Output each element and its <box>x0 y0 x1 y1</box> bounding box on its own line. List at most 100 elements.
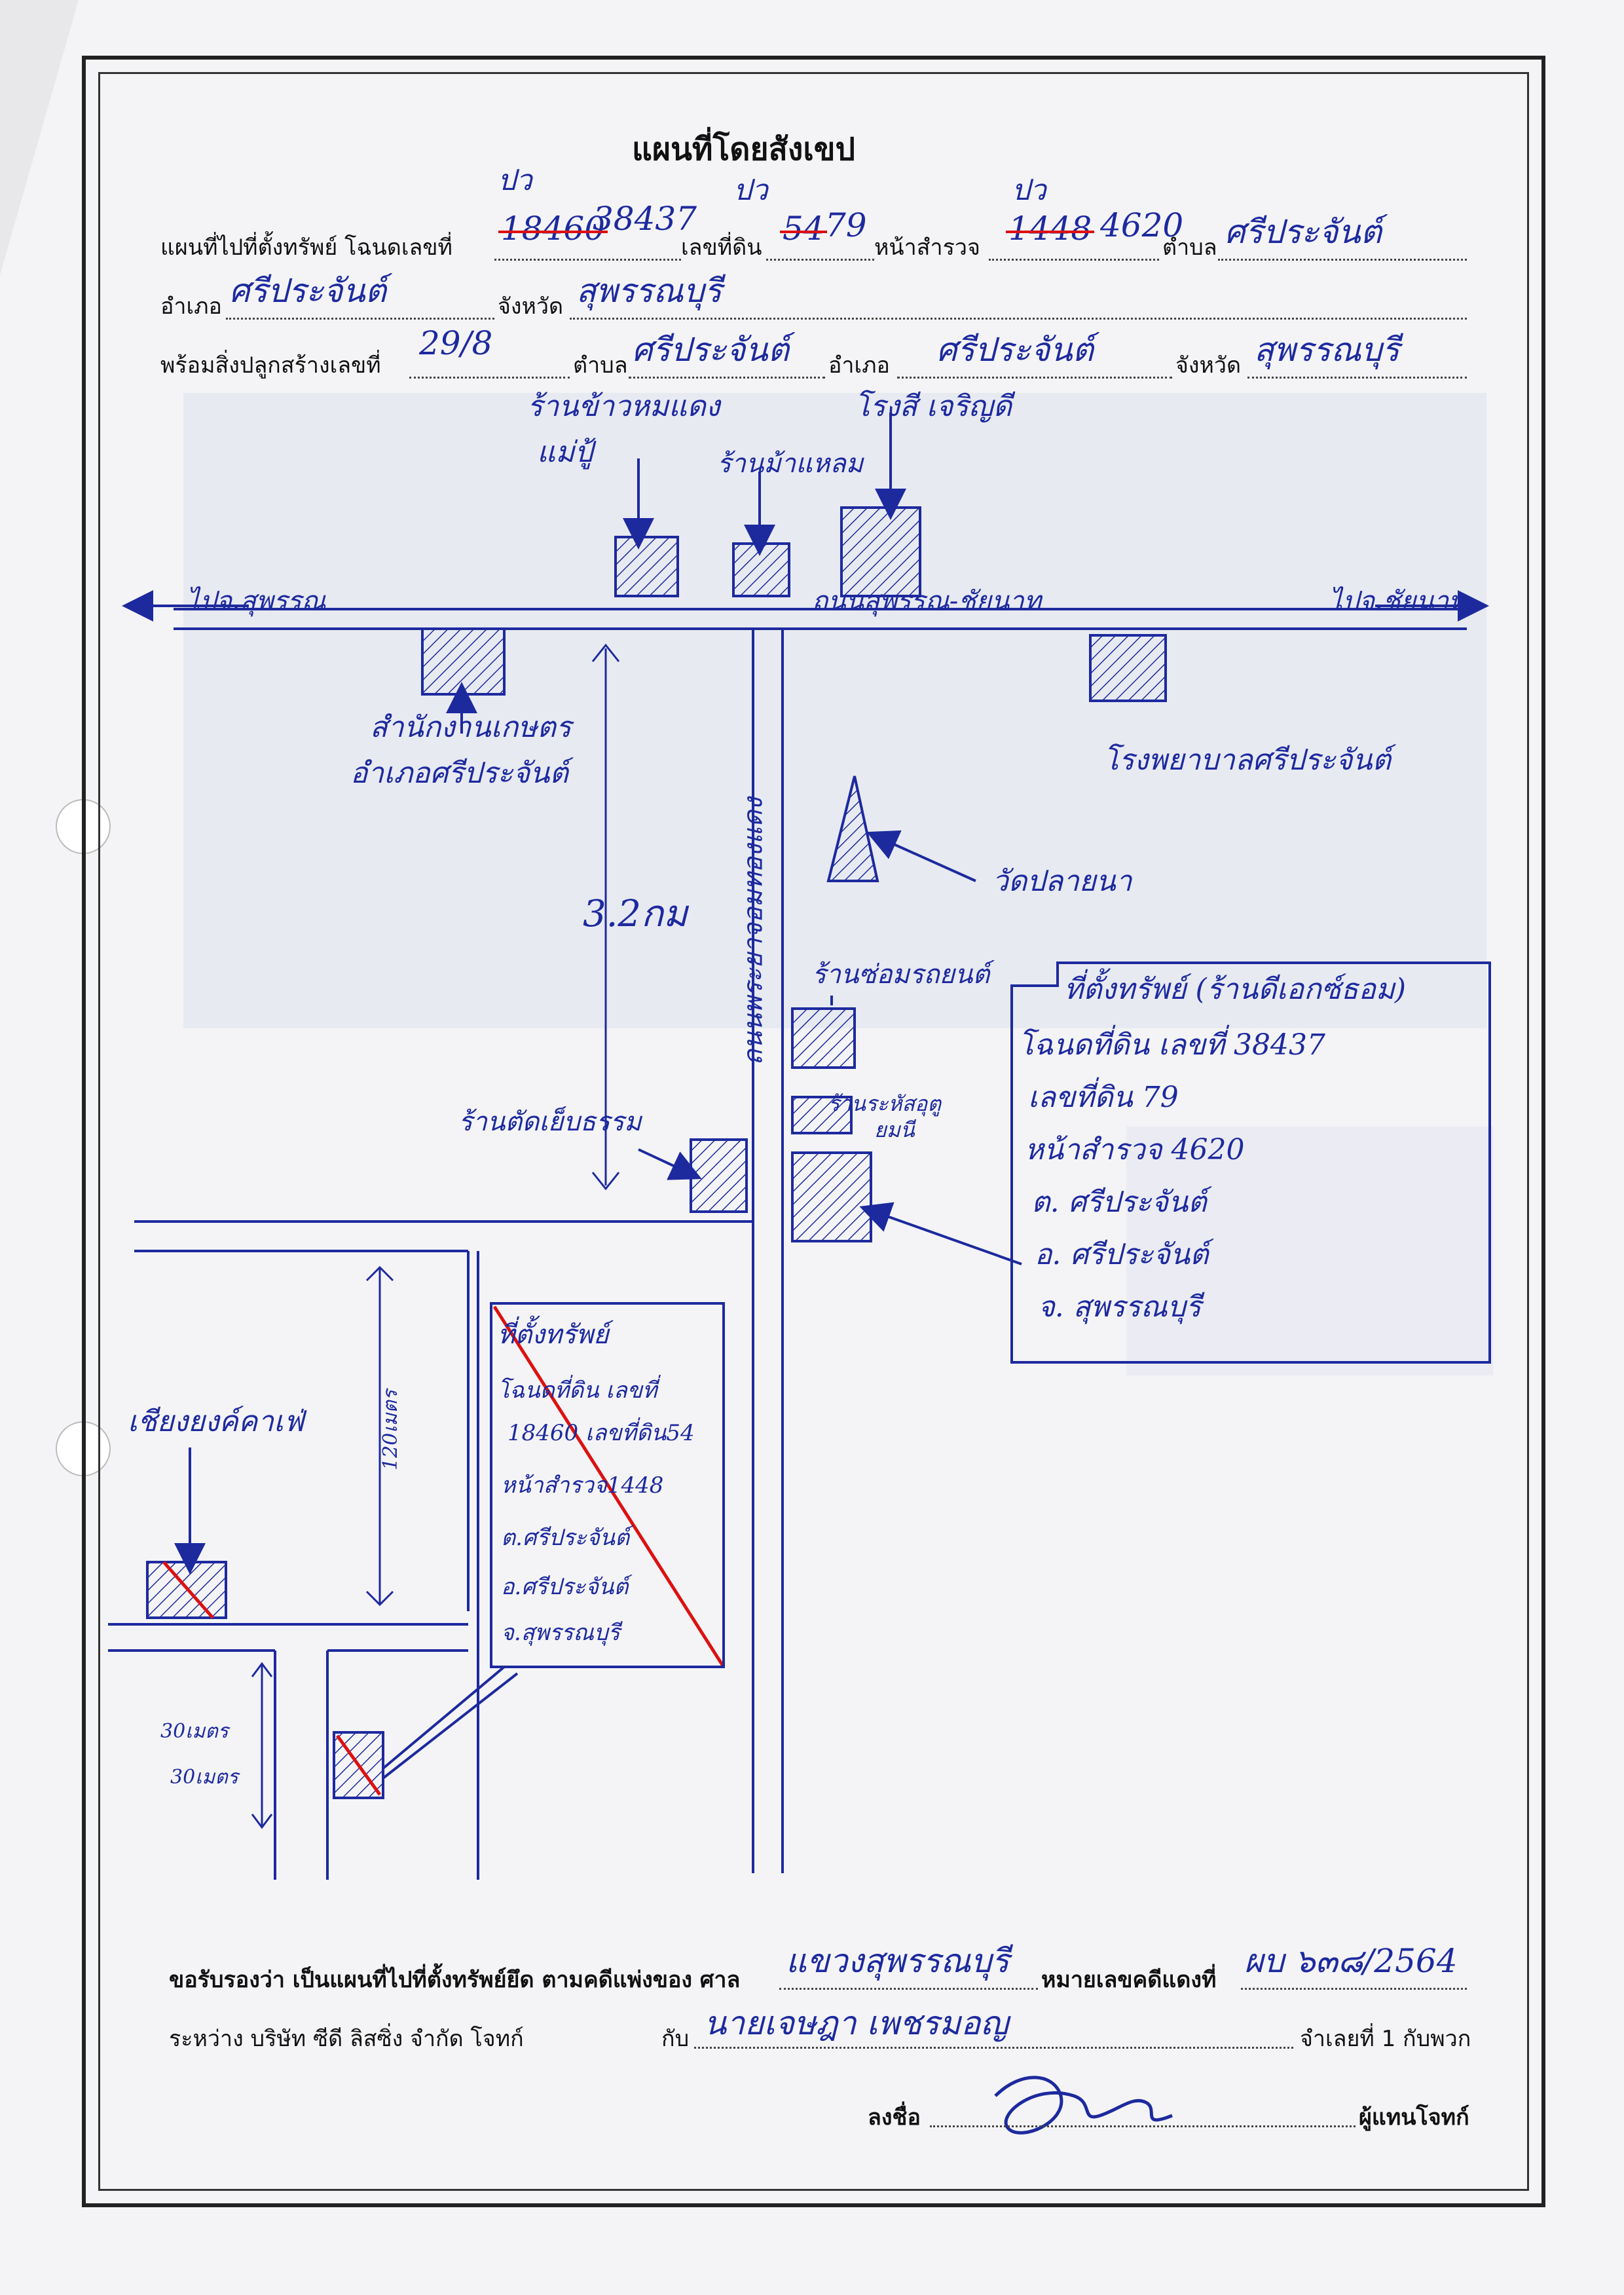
deed-label: แผนที่ไปที่ตั้งทรัพย์ โฉนดเลขที่ <box>160 234 452 261</box>
province-label: จังหวัด <box>498 293 564 320</box>
prop2-line-1: ที่ตั้งทรัพย์ (ร้านดีเอกซ์ธอม) <box>1064 973 1407 1006</box>
label-sura-shop-2: ยมนี <box>874 1117 915 1142</box>
survey-old: 1448 <box>1008 210 1092 248</box>
label-distance: 3.2กม <box>583 893 688 935</box>
prop2-line-4: หน้าสำรวจ 4620 <box>1025 1133 1245 1166</box>
land-label: เลขที่ดิน <box>681 234 762 261</box>
label-dist-30b: 30เมตร <box>170 1766 238 1789</box>
label-agri-office-1: สำนักงานเกษตร <box>370 711 572 744</box>
prop2-line-3: เลขที่ดิน 79 <box>1028 1081 1179 1114</box>
building-sura-shop <box>791 1096 853 1134</box>
survey-label: หน้าสำรวจ <box>874 234 980 261</box>
prop1-line-4: หน้าสำรวจ1448 <box>501 1472 664 1499</box>
land-new: 79 <box>825 206 867 244</box>
amphoe2-label: อำเภอ <box>828 352 890 379</box>
dots-land <box>766 259 874 261</box>
survey-new: 4620 <box>1100 206 1184 244</box>
building-hospital <box>1089 634 1167 702</box>
signature <box>994 2076 1173 2135</box>
building-noodle-shop <box>732 542 790 597</box>
bleed-through-area-2 <box>1126 1127 1493 1375</box>
label-to-chainat: ไปจ.ชัยนาท <box>1329 586 1466 616</box>
prop1-line-1: ที่ตั้งทรัพย์ <box>498 1320 609 1350</box>
tambon2-value: ศรีประจันต์ <box>632 331 789 369</box>
label-sura-shop-1: ร้านระหัสอุตู <box>828 1091 942 1116</box>
property-2-box <box>1010 961 1491 1364</box>
label-to-suphan: ไปจ.สุพรรณ <box>187 586 326 616</box>
with-label: กับ <box>661 2026 690 2052</box>
dots-survey <box>989 259 1159 261</box>
prop1-line-7: จ.สุพรรณบุรี <box>501 1620 620 1646</box>
label-repair-shop: ร้านซ่อมรถยนต์ <box>812 960 990 990</box>
building-cinema <box>840 506 921 597</box>
deed-old: 18460 <box>501 210 606 248</box>
defendant-value: นายเจษฎา เพชรมอญ <box>704 2004 1008 2042</box>
label-temple: วัดปลายนา <box>992 865 1132 898</box>
between-label: ระหว่าง บริษัท ซีดี ลิสซิ่ง จำกัด โจทก์ <box>169 2026 524 2052</box>
label-chiang: เชียงยงค์คาเฟ่ <box>128 1405 304 1438</box>
prop1-line-6: อ.ศรีประจันต์ <box>501 1574 629 1600</box>
province-value: สุพรรณบุรี <box>576 272 722 310</box>
building-rice-shop <box>614 536 679 597</box>
label-side-road: ถนนพระยาจอมทองแดง <box>738 797 769 1066</box>
prop1-line-3: 18460 เลขที่ดิน54 <box>507 1420 695 1446</box>
tambon2-label: ตำบล <box>573 352 628 379</box>
page-title: แผนที่โดยสังเขป <box>632 131 856 168</box>
defendant-tail: จำเลยที่ 1 กับพวก <box>1300 2026 1471 2052</box>
bleed-through-area <box>183 393 1486 1028</box>
amphoe-label: อำเภอ <box>160 293 222 320</box>
temple-icon <box>826 775 879 882</box>
label-sewing-shop: ร้านตัดเย็บธรรม <box>458 1107 642 1137</box>
label-dist-120: 120เมตร <box>378 1390 402 1470</box>
case-value: ผบ ๖๓๘/2564 <box>1244 1942 1458 1980</box>
land-old: 54 <box>783 210 824 248</box>
label-rice-shop: ร้านข้าวหมแดง <box>527 390 720 423</box>
inner-frame <box>98 72 1529 2191</box>
prop2-line-5: ต. ศรีประจันต์ <box>1031 1185 1207 1219</box>
dots-court <box>779 1988 1038 1990</box>
case-label: หมายเลขคดีแดงที่ <box>1041 1967 1217 1993</box>
folded-corner <box>0 0 79 275</box>
label-cinema: โรงสี เจริญดี <box>855 390 1012 423</box>
prop1-line-2: โฉนดที่ดิน เลขที่ <box>498 1377 657 1404</box>
label-main-road: ถนนสุพรรณ-ชัยนาท <box>812 586 1042 616</box>
property-1-box <box>490 1302 725 1668</box>
initials-3: ปว <box>1012 174 1046 207</box>
prop2-line-2: โฉนดที่ดิน เลขที่ 38437 <box>1018 1028 1325 1062</box>
label-agri-office-2: อำเภอศรีประจันต์ <box>350 756 568 790</box>
dots-building <box>409 377 570 379</box>
tambon-label: ตำบล <box>1162 234 1217 261</box>
label-noodle-shop: ร้านม้าแหลม <box>717 449 864 479</box>
building-repair-shop <box>791 1007 856 1069</box>
deed-new: 38437 <box>593 200 697 238</box>
amphoe-value: ศรีประจันต์ <box>229 272 386 310</box>
dots-amphoe2 <box>897 377 1172 379</box>
dots-tambon2 <box>629 377 825 379</box>
prop2-line-6: อ. ศรีประจันต์ <box>1035 1238 1209 1271</box>
dots-deed <box>494 259 681 261</box>
outer-frame <box>82 56 1545 2207</box>
province2-value: สุพรรณบุรี <box>1254 331 1400 369</box>
dots-tambon <box>1218 259 1467 261</box>
initials-1: ปว <box>498 164 532 197</box>
dots-province <box>570 318 1467 320</box>
label-hospital: โรงพยาบาลศรีประจันต์ <box>1103 743 1392 777</box>
dots-amphoe <box>226 318 494 320</box>
building-property-2 <box>791 1151 872 1242</box>
certify-label: ขอรับรองว่า เป็นแผนที่ไปที่ตั้งทรัพย์ยึด… <box>169 1967 741 1993</box>
building-no: 29/8 <box>419 324 493 362</box>
building-sewing-shop <box>690 1138 748 1213</box>
label-dist-30: 30เมตร <box>160 1720 229 1743</box>
sign-label: ลงชื่อ <box>868 2104 921 2131</box>
initials-2: ปว <box>733 174 768 207</box>
province2-label: จังหวัด <box>1175 352 1242 379</box>
building-label: พร้อมสิ่งปลูกสร้างเลขที่ <box>160 352 381 379</box>
amphoe2-value: ศรีประจันต์ <box>936 331 1094 369</box>
prop2-line-7: จ. สุพรรณบุรี <box>1038 1290 1202 1324</box>
dots-defendant <box>694 2047 1293 2049</box>
tambon-value: ศรีประจันต์ <box>1225 213 1382 251</box>
dots-case <box>1241 1988 1467 1990</box>
court-value: แขวงสุพรรณบุรี <box>786 1942 1010 1980</box>
